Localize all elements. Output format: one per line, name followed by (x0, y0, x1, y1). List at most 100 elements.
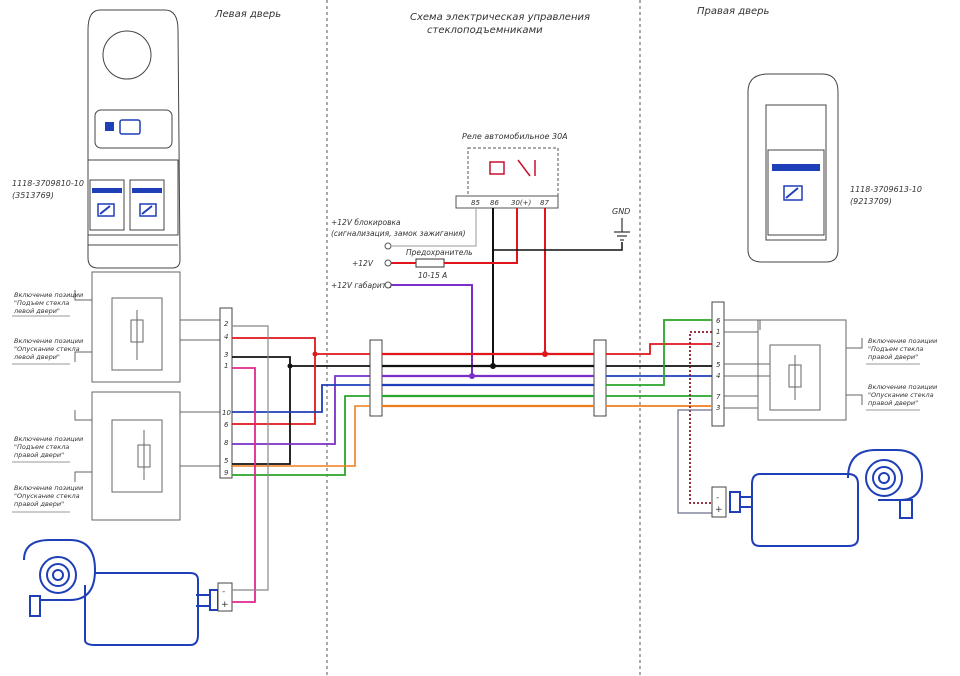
svg-text:"Подъем стекла: "Подъем стекла (14, 443, 69, 451)
input-block-label-2: (сигнализация, замок зажигания) (331, 229, 466, 238)
left-motor-plus: + (221, 600, 229, 610)
right-door-title: Правая дверь (697, 6, 770, 17)
center-connector-left (369, 339, 383, 417)
relay-pin-86: 86 (490, 199, 499, 207)
relay-body (467, 147, 559, 197)
right-label-2: Включение позиции "Опускание стекла прав… (866, 383, 937, 411)
ground-icon (614, 218, 630, 241)
left-switch-mechanism-bottom (74, 391, 220, 521)
right-pin-6: 6 (716, 317, 721, 325)
right-label-1: Включение позиции "Подъем стекла правой … (866, 337, 937, 365)
relay-pin-30: 30(+) (511, 199, 532, 207)
left-switch-panel (87, 9, 181, 269)
right-motor-connector (711, 486, 727, 518)
left-pin-1: 1 (224, 362, 228, 370)
input-12v-label: +12V (352, 259, 374, 268)
relay-pin-85: 85 (471, 199, 480, 207)
left-part-number-alt: (3513769) (12, 191, 54, 200)
right-switch-stripe (772, 164, 820, 171)
svg-text:левой двери": левой двери" (13, 307, 60, 315)
left-pin-9: 9 (224, 469, 229, 477)
svg-text:Включение позиции: Включение позиции (14, 435, 83, 443)
fuse-rating: 10-15 A (418, 271, 447, 280)
left-label-1: Включение позиции "Подъем стекла левой д… (12, 291, 83, 317)
center-title-line1: Схема электрическая управления (410, 12, 590, 23)
left-label-4: Включение позиции "Опускание стекла прав… (12, 484, 83, 513)
relay-wires (391, 208, 623, 376)
right-motor-minus: - (716, 493, 719, 503)
gnd-label: GND (612, 207, 630, 216)
right-wires (606, 319, 712, 514)
svg-text:правой двери": правой двери" (868, 353, 918, 361)
svg-text:"Опускание стекла: "Опускание стекла (868, 391, 934, 399)
right-part-number-alt: (9213709) (850, 197, 892, 206)
left-pin-10: 10 (222, 409, 231, 417)
right-pin-4: 4 (716, 372, 720, 380)
svg-text:правой двери": правой двери" (14, 451, 64, 459)
terminal-lights (384, 281, 392, 289)
left-part-number: 1118-3709810-10 (12, 179, 84, 188)
right-motor-plus: + (715, 505, 723, 515)
left-label-2: Включение позиции "Опускание стекла лево… (12, 337, 83, 365)
svg-text:Включение позиции: Включение позиции (868, 337, 937, 345)
left-pin-4: 4 (224, 333, 228, 341)
left-motor-minus: - (222, 587, 225, 597)
svg-text:Включение позиции: Включение позиции (14, 337, 83, 345)
left-motor-connector (217, 582, 233, 612)
relay-pin-strip (455, 195, 559, 209)
left-connector (219, 307, 233, 479)
lock-button-icon (105, 119, 141, 135)
fuse-label: Предохранитель (406, 248, 473, 257)
fuse-body (415, 258, 445, 268)
window-left-icon (97, 203, 115, 217)
window-right-icon (139, 203, 157, 217)
relay-title: Реле автомобильное 30А (462, 132, 568, 141)
left-switch2-stripe (132, 188, 162, 193)
right-pin-3: 3 (716, 404, 720, 412)
window-icon (783, 185, 803, 201)
left-junction-black (287, 363, 293, 369)
svg-text:"Опускание стекла: "Опускание стекла (14, 345, 80, 353)
svg-text:правой двери": правой двери" (868, 399, 918, 407)
left-switch-mechanism-top (74, 271, 220, 383)
svg-text:Включение позиции: Включение позиции (14, 291, 83, 299)
svg-text:"Подъем стекла: "Подъем стекла (868, 345, 923, 353)
right-pin-2: 2 (716, 341, 721, 349)
left-door-title: Левая дверь (214, 9, 281, 20)
left-pin-8: 8 (224, 439, 229, 447)
left-label-3: Включение позиции "Подъем стекла правой … (12, 435, 83, 463)
input-block-label-1: +12V блокировка (331, 218, 401, 227)
bus-wires (382, 352, 594, 408)
svg-text:Включение позиции: Включение позиции (868, 383, 937, 391)
left-wires (232, 325, 370, 603)
svg-text:Включение позиции: Включение позиции (14, 484, 83, 492)
left-pin-3: 3 (224, 351, 228, 359)
right-connector-leads (724, 319, 770, 409)
right-pin-7: 7 (716, 393, 721, 401)
relay-pin-87: 87 (540, 199, 549, 207)
terminal-block (384, 242, 392, 250)
svg-text:"Подъем стекла: "Подъем стекла (14, 299, 69, 307)
center-title-line2: стеклоподъемниками (427, 25, 543, 36)
left-pin-6: 6 (224, 421, 229, 429)
right-switch-panel (747, 73, 839, 263)
left-switch1-stripe (92, 188, 122, 193)
right-switch-mechanism (757, 319, 863, 421)
input-lights-label: +12V габариты (331, 281, 392, 290)
left-junction-red (312, 351, 318, 357)
right-pin-5: 5 (716, 361, 721, 369)
relay-coil (489, 161, 505, 175)
relay-contact (517, 159, 536, 177)
left-motor (23, 539, 219, 646)
center-connector-right (593, 339, 607, 417)
right-motor (729, 449, 924, 547)
terminal-12v (384, 259, 392, 267)
right-pin-1: 1 (716, 328, 720, 336)
left-pin-5: 5 (224, 457, 229, 465)
svg-text:правой двери": правой двери" (14, 500, 64, 508)
svg-text:"Опускание стекла: "Опускание стекла (14, 492, 80, 500)
left-pin-2: 2 (224, 320, 229, 328)
right-part-number: 1118-3709613-10 (850, 185, 922, 194)
